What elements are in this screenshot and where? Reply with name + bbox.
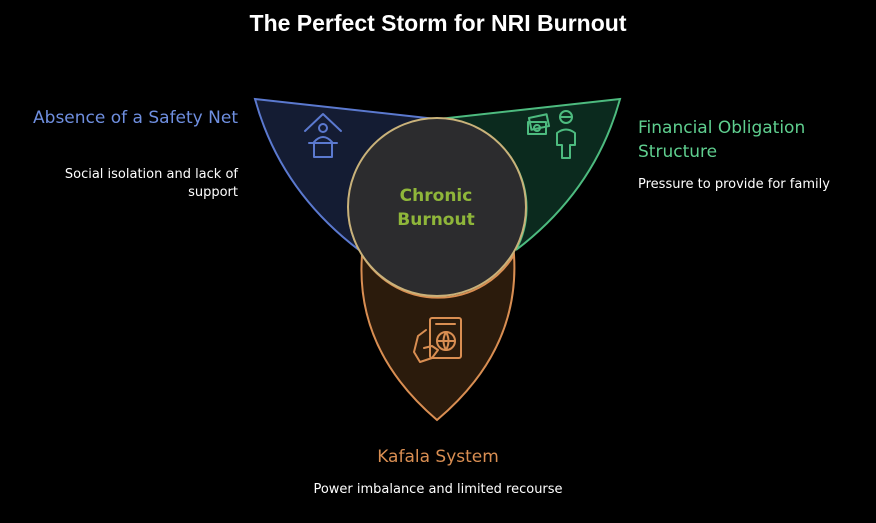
financial-description: Pressure to provide for family bbox=[638, 177, 830, 192]
passport-hand-icon bbox=[413, 317, 462, 363]
house-person-icon bbox=[304, 113, 342, 158]
kafala-heading: Kafala System bbox=[377, 447, 499, 467]
financial-heading: Financial Obligation Structure bbox=[638, 118, 806, 162]
money-person-icon bbox=[527, 110, 576, 159]
center-circle bbox=[347, 117, 527, 297]
center-label: Chronic Burnout bbox=[397, 186, 475, 230]
page-title: The Perfect Storm for NRI Burnout bbox=[249, 10, 627, 36]
safety-net-description: Social isolation and lack of support bbox=[64, 167, 238, 200]
kafala-description: Power imbalance and limited recourse bbox=[313, 482, 563, 497]
safety-net-heading: Absence of a Safety Net bbox=[33, 108, 238, 128]
